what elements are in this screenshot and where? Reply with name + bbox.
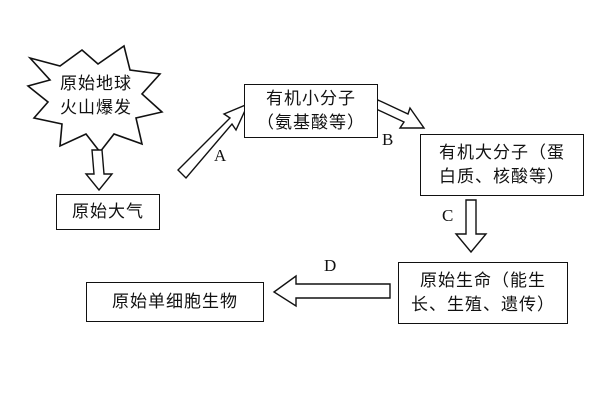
atmosphere-text: 原始大气 bbox=[72, 202, 144, 222]
large-molecules-box: 有机大分子（蛋 白质、核酸等） bbox=[420, 134, 584, 196]
primitive-life-line-2: 长、生殖、遗传） bbox=[411, 295, 555, 315]
arrow-a bbox=[177, 102, 250, 180]
volcano-burst-shape bbox=[26, 44, 164, 154]
burst-line-1: 原始地球 bbox=[60, 74, 132, 94]
edge-label-c: C bbox=[442, 206, 454, 225]
edge-label-d: D bbox=[324, 256, 337, 275]
small-molecules-box: 有机小分子 （氨基酸等） bbox=[244, 84, 378, 138]
atmosphere-box: 原始大气 bbox=[56, 194, 160, 230]
edge-label-b: B bbox=[382, 130, 394, 149]
burst-text: 原始地球 火山爆发 bbox=[46, 72, 146, 120]
small-molecules-line-2: （氨基酸等） bbox=[257, 113, 365, 133]
burst-line-2: 火山爆发 bbox=[60, 98, 132, 118]
arrow-d bbox=[272, 274, 391, 308]
arrow-b bbox=[373, 99, 426, 129]
edge-label-a: A bbox=[214, 146, 227, 165]
primitive-life-line-1: 原始生命（能生 bbox=[420, 271, 546, 291]
large-molecules-line-1: 有机大分子（蛋 bbox=[439, 143, 565, 163]
arrow-c bbox=[454, 199, 488, 254]
unicellular-text: 原始单细胞生物 bbox=[112, 292, 238, 312]
small-molecules-line-1: 有机小分子 bbox=[266, 89, 356, 109]
large-molecules-line-2: 白质、核酸等） bbox=[439, 167, 565, 187]
unicellular-box: 原始单细胞生物 bbox=[86, 282, 264, 322]
primitive-life-box: 原始生命（能生 长、生殖、遗传） bbox=[398, 262, 568, 324]
arrow-burst-to-atmosphere bbox=[84, 149, 114, 192]
